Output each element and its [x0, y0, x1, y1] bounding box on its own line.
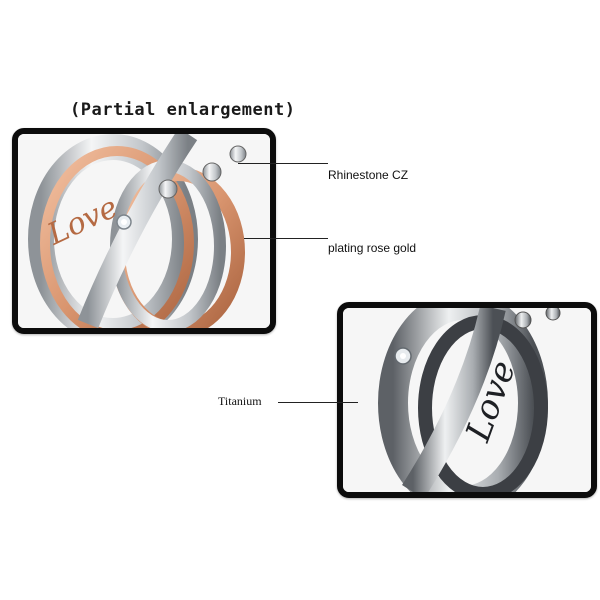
- zoom-frame-titanium-rings: Love: [337, 302, 597, 498]
- rose-gold-rings-photo: Love: [18, 134, 270, 328]
- partial-enlargement-heading: (Partial enlargement): [70, 100, 296, 120]
- titanium-label: Titanium: [218, 394, 262, 408]
- titanium-leader-line: [278, 402, 358, 403]
- zoom-frame-rose-gold-rings: Love: [12, 128, 276, 334]
- rose-gold-leader-line: [244, 238, 328, 239]
- rhinestone-leader-line: [238, 163, 328, 164]
- titanium-rings-photo: Love: [343, 308, 591, 492]
- rose-gold-plating-label: plating rose gold: [328, 241, 417, 255]
- rhinestone-cz-label: Rhinestone CZ: [328, 168, 409, 182]
